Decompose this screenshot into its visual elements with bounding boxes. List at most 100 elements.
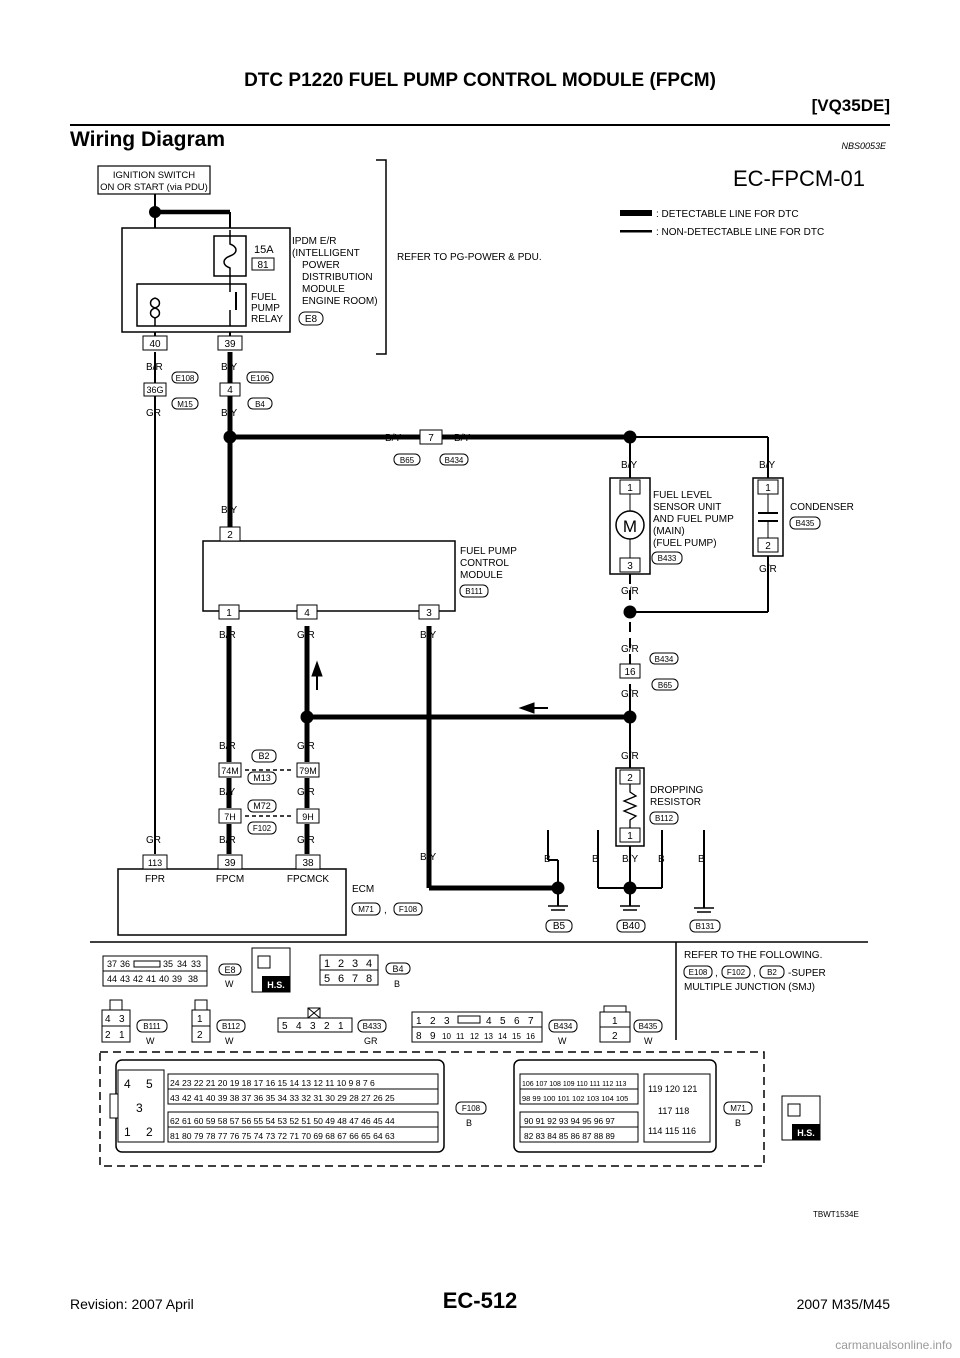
legend-thin-line [620, 230, 652, 233]
svg-text:4: 4 [124, 1077, 131, 1091]
dropping-resistor: G/R 2 1 DROPPING RESISTOR B112 [615, 751, 704, 847]
svg-text:24 23 22 21 20 19 18 17 16 15: 24 23 22 21 20 19 18 17 16 15 14 13 12 1… [170, 1078, 375, 1088]
svg-text:2: 2 [430, 1016, 436, 1027]
resistor-label-1: DROPPING [650, 785, 704, 796]
svg-text:5: 5 [324, 973, 330, 985]
svg-text:B/R: B/R [219, 741, 236, 752]
svg-text:M15: M15 [177, 400, 193, 409]
svg-text:4: 4 [304, 608, 310, 619]
svg-text:B/Y: B/Y [221, 362, 237, 373]
svg-text:B2: B2 [258, 751, 269, 761]
ipdm-label-2: (INTELLIGENT [292, 248, 360, 259]
svg-text:B65: B65 [400, 456, 415, 465]
svg-text:B/R: B/R [146, 362, 163, 373]
svg-text:1: 1 [765, 483, 771, 494]
pin-40: 40 [149, 339, 161, 350]
svg-text:B434: B434 [655, 655, 674, 664]
svg-text:E8: E8 [224, 965, 235, 975]
svg-text:2: 2 [227, 530, 233, 541]
svg-text:2: 2 [612, 1031, 618, 1042]
svg-text:G/R: G/R [621, 689, 639, 700]
svg-text:1: 1 [416, 1016, 422, 1027]
fpcm-module: B/Y 2 1 4 3 B/R G/R B/Y FUEL PUMP CONTRO… [202, 505, 517, 641]
svg-text:38: 38 [188, 974, 198, 984]
svg-text:35: 35 [163, 959, 173, 969]
splice-dot [300, 710, 314, 724]
svg-text:117 118: 117 118 [658, 1106, 689, 1116]
svg-text:B2: B2 [767, 968, 777, 977]
ignition-label-2: ON OR START (via PDU) [100, 182, 208, 193]
ecm-pin-38: 38 [302, 858, 314, 869]
svg-text:106 107 108 109 110 111 112 11: 106 107 108 109 110 111 112 113 [522, 1081, 627, 1088]
svg-text:B/Y: B/Y [420, 630, 436, 641]
svg-text:11: 11 [456, 1032, 465, 1041]
svg-text:B/Y: B/Y [219, 787, 235, 798]
footer-page-number: EC-512 [442, 1288, 518, 1313]
svg-text:8: 8 [366, 973, 372, 985]
svg-text:G/R: G/R [297, 630, 315, 641]
pump-connector: B433 [658, 554, 677, 563]
svg-text:5: 5 [146, 1077, 153, 1091]
fuel-pump: B/Y 1 M 3 G/R FUEL LEVEL SENSOR UNIT AND… [609, 460, 734, 597]
svg-text:E108: E108 [689, 968, 708, 977]
ipdm-module: 15A 81 FUEL PUMP RELAY 40 39 [121, 227, 291, 351]
svg-text:F102: F102 [253, 824, 272, 833]
ipdm-label-1: IPDM E/R [292, 236, 336, 247]
svg-text:12: 12 [470, 1032, 479, 1041]
svg-text:G/R: G/R [297, 787, 315, 798]
svg-text:10: 10 [442, 1032, 451, 1041]
ground-b5: B5 [553, 921, 566, 932]
svg-text:14: 14 [498, 1032, 507, 1041]
inline-connector-7: B/Y 7 B/Y B65 B434 [385, 429, 470, 466]
pin-39: 39 [224, 339, 236, 350]
svg-text:M72: M72 [253, 801, 271, 811]
wires [154, 159, 769, 908]
svg-text:G/R: G/R [297, 741, 315, 752]
svg-text:4: 4 [486, 1016, 492, 1027]
relay-label-3: RELAY [251, 314, 283, 325]
svg-text:40: 40 [159, 974, 169, 984]
svg-text:81 80 79 78 77 76 75 74 73 72: 81 80 79 78 77 76 75 74 73 72 71 70 69 6… [170, 1131, 395, 1141]
svg-text:B: B [592, 854, 599, 865]
svg-text:W: W [644, 1036, 653, 1046]
svg-text:G/R: G/R [621, 751, 639, 762]
svg-text:16: 16 [624, 667, 636, 678]
ecm-connector-frame [99, 1051, 765, 1167]
svg-text:3: 3 [444, 1016, 450, 1027]
ipdm-label-3: POWER [302, 260, 340, 271]
ecm-pin-113: 113 [148, 858, 162, 868]
section-title: Wiring Diagram [70, 128, 225, 151]
ipdm-label-5: MODULE [302, 284, 345, 295]
hs-icon-2: H.S. [781, 1095, 821, 1141]
condenser-connector: B435 [796, 519, 815, 528]
svg-text:B: B [466, 1118, 472, 1128]
ecm-connector-m71: 106 107 108 109 110 111 112 113 98 99 10… [513, 1059, 753, 1153]
legend-non-detectable: : NON-DETECTABLE LINE FOR DTC [656, 227, 824, 238]
fpcm-label-3: MODULE [460, 570, 503, 581]
ipdm-connector: E8 [305, 314, 318, 325]
pump-label-2: SENSOR UNIT [653, 502, 721, 513]
svg-text:2: 2 [197, 1030, 203, 1041]
svg-text:7H: 7H [224, 812, 236, 822]
svg-text:34: 34 [177, 959, 187, 969]
svg-text:B/R: B/R [219, 630, 236, 641]
svg-text:B/Y: B/Y [221, 505, 237, 516]
fpcm-connector: B111 [465, 587, 483, 596]
svg-text:62 61 60 59 58 57 56 55 54 53: 62 61 60 59 58 57 56 55 54 53 52 51 50 4… [170, 1116, 395, 1126]
svg-text:F108: F108 [462, 1104, 481, 1113]
svg-text:1: 1 [627, 831, 633, 842]
condenser: B/Y 1 2 G/R CONDENSER B435 [752, 460, 854, 575]
hs-icon-1: H.S. [251, 947, 291, 993]
svg-text:B: B [698, 854, 705, 865]
connector-face-b112: 12 B112 W [191, 999, 246, 1046]
svg-text:B4: B4 [392, 964, 403, 974]
ecm-connector-m71: M71 [358, 905, 374, 914]
refer-pg: REFER TO PG-POWER & PDU. [397, 252, 542, 263]
svg-text:1: 1 [324, 958, 330, 970]
svg-text:5: 5 [500, 1016, 506, 1027]
watermark: carmanualsonline.info [835, 1338, 952, 1352]
svg-text:B433: B433 [363, 1022, 382, 1031]
